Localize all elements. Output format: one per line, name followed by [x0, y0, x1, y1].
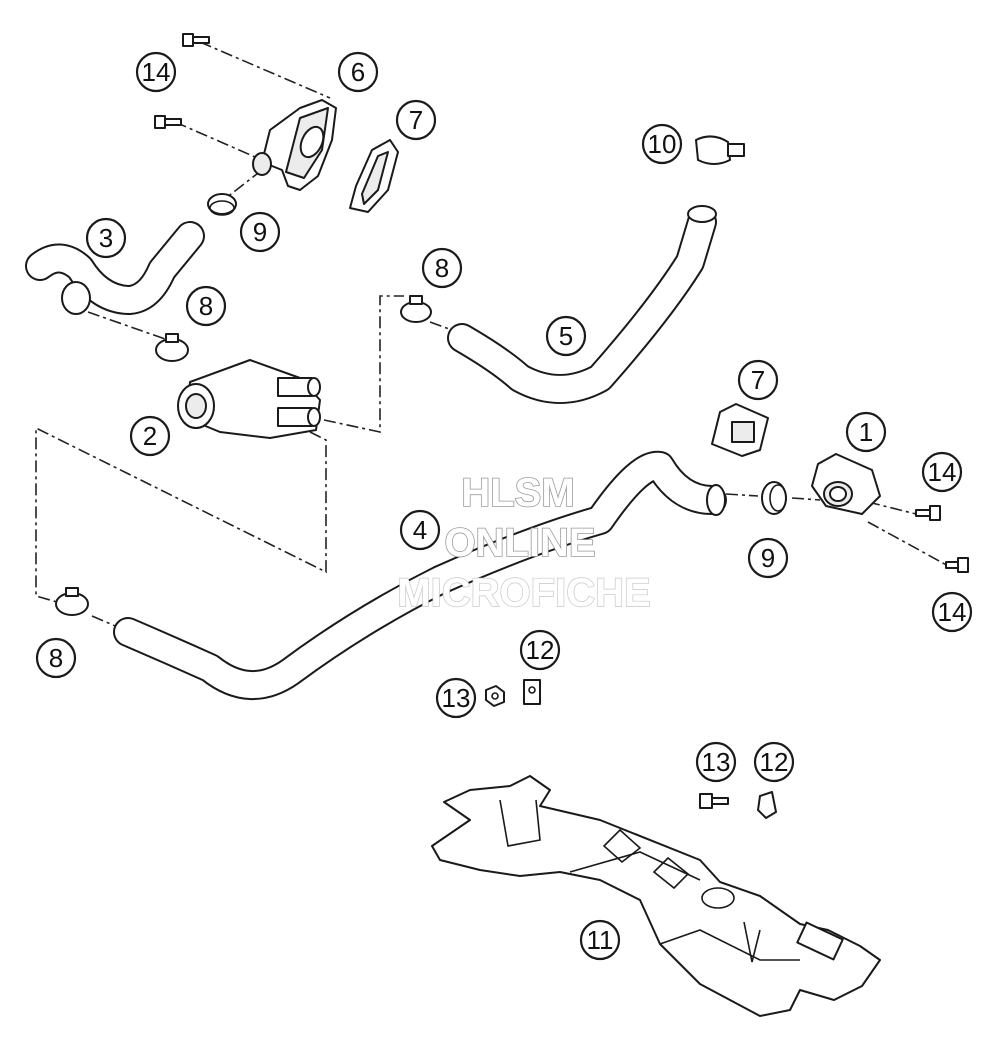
svg-text:11: 11 — [587, 925, 614, 955]
svg-text:12: 12 — [526, 635, 555, 665]
svg-text:7: 7 — [751, 365, 765, 395]
callout-9-right: 9 — [747, 537, 789, 579]
bolt-14-upper — [182, 33, 210, 47]
callout-12-upper: 12 — [519, 629, 561, 671]
watermark: HLSM ONLINE MICROFICHE — [397, 470, 652, 616]
svg-text:10: 10 — [648, 129, 677, 159]
callout-1: 1 — [845, 411, 887, 453]
svg-text:8: 8 — [435, 253, 449, 283]
callout-10: 10 — [641, 123, 683, 165]
callout-9-upper: 9 — [239, 211, 281, 253]
callout-13-upper: 13 — [435, 677, 477, 719]
screw-13-lower — [699, 793, 729, 809]
callout-7-right: 7 — [737, 359, 779, 401]
callout-14-right-upper: 14 — [921, 451, 963, 493]
valve-2 — [177, 359, 321, 439]
clamp-8-lower — [55, 587, 89, 616]
callout-2: 2 — [129, 415, 171, 457]
callout-8-upper: 8 — [185, 285, 227, 327]
valve-cover-6 — [252, 99, 337, 191]
clip-12-lower — [757, 791, 777, 819]
callout-4: 4 — [399, 509, 441, 551]
bolt-14-lower — [154, 115, 182, 129]
svg-text:5: 5 — [559, 321, 573, 351]
hose-3 — [25, 221, 205, 315]
svg-text:14: 14 — [928, 457, 957, 487]
seal-7-upper — [349, 139, 399, 213]
nut-13-upper — [485, 685, 505, 707]
callout-5: 5 — [545, 315, 587, 357]
shield-11 — [431, 775, 881, 1017]
callout-8-lower: 8 — [35, 637, 77, 679]
svg-text:9: 9 — [253, 217, 267, 247]
hose-5 — [447, 205, 717, 404]
clamp-9-upper — [207, 193, 237, 216]
callout-11: 11 — [579, 919, 621, 961]
clamp-9-right — [761, 481, 787, 515]
watermark-line2: ONLINE — [444, 521, 595, 565]
svg-text:2: 2 — [143, 421, 157, 451]
svg-text:8: 8 — [199, 291, 213, 321]
seal-7-right — [711, 403, 769, 457]
watermark-line1: HLSM — [461, 471, 574, 515]
callout-6: 6 — [337, 51, 379, 93]
callout-7-upper: 7 — [395, 99, 437, 141]
svg-text:1: 1 — [859, 417, 873, 447]
watermark-line3: MICROFICHE — [397, 571, 650, 615]
bolt-14-right-upper — [915, 505, 941, 521]
svg-text:8: 8 — [49, 643, 63, 673]
callout-13-lower: 13 — [695, 741, 737, 783]
svg-text:14: 14 — [938, 597, 967, 627]
clamp-8-middle — [400, 295, 432, 323]
callouts: 14 6 7 10 3 9 8 8 5 2 7 — [35, 51, 973, 961]
callout-12-lower: 12 — [753, 741, 795, 783]
svg-text:9: 9 — [761, 543, 775, 573]
callout-8-middle: 8 — [421, 247, 463, 289]
svg-text:13: 13 — [702, 747, 731, 777]
svg-text:13: 13 — [442, 683, 471, 713]
bolt-14-right-lower — [945, 557, 969, 573]
svg-text:4: 4 — [413, 515, 427, 545]
clamp-10 — [695, 135, 745, 165]
valve-cover-1 — [811, 453, 881, 515]
clip-12-upper — [523, 679, 541, 705]
hose-4 — [113, 450, 727, 700]
svg-text:6: 6 — [351, 57, 365, 87]
svg-text:7: 7 — [409, 105, 423, 135]
svg-text:12: 12 — [760, 747, 789, 777]
callout-14-top: 14 — [135, 51, 177, 93]
callout-3: 3 — [85, 217, 127, 259]
clamp-8-upper-left — [155, 333, 189, 362]
callout-14-right-lower: 14 — [931, 591, 973, 633]
svg-text:3: 3 — [99, 223, 113, 253]
svg-text:14: 14 — [142, 57, 171, 87]
